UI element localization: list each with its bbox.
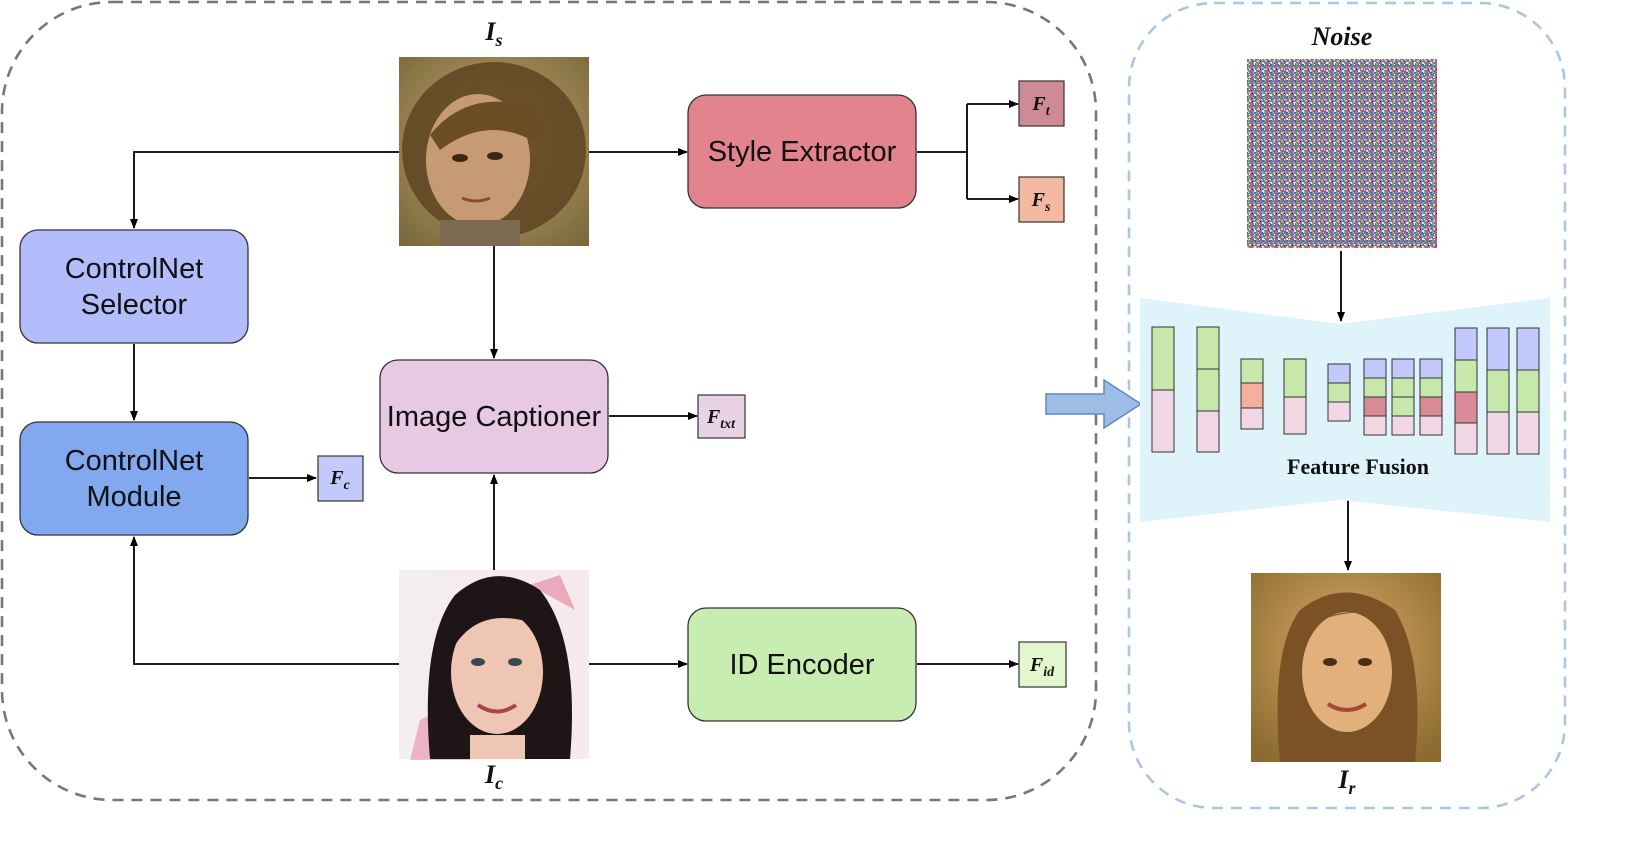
feature-ftxt-box: Ftxt [697,394,746,439]
feature-fs-main: F [1031,189,1046,211]
controlnet-module-label-line1: ControlNet [65,445,204,477]
svg-text:Ft: Ft [1031,93,1050,119]
id-encoder-label: ID Encoder [729,649,874,681]
feature-fusion-block: Feature Fusion [1140,298,1550,522]
controlnet-selector-label-line1: ControlNet [65,253,204,285]
fusion-bars [1151,326,1540,455]
image-captioner-label: Image Captioner [387,401,602,433]
feature-fid-sub: id [1043,665,1055,680]
content-image-label-main: I [484,760,496,789]
result-image-label-main: I [1337,765,1349,794]
svg-text:Ir: Ir [1337,765,1356,798]
svg-text:Fid: Fid [1029,654,1055,680]
transfer-arrow-icon [1045,378,1143,430]
svg-text:Is: Is [484,17,502,50]
content-image [399,570,589,760]
feature-fc-box: Fc [317,455,364,502]
feature-ftxt-main: F [706,406,721,428]
style-image-label-sub: s [495,30,503,50]
feature-fid-box: Fid [1018,641,1067,688]
noise-label: Noise [1311,22,1373,51]
connector-content-to-module [130,536,399,665]
style-image-label-main: I [484,17,496,46]
connectors [130,100,1352,668]
result-image [1251,573,1441,762]
id-encoder-box: ID Encoder [687,607,917,722]
feature-fc-sub: c [344,478,351,493]
controlnet-module-box: ControlNet Module [19,421,249,536]
feature-ft-box: Ft [1018,80,1065,127]
feature-ft-main: F [1031,93,1046,115]
svg-text:Fs: Fs [1031,189,1051,215]
noise-image [1247,59,1437,248]
controlnet-module-label-line2: Module [86,481,181,513]
feature-fusion-label: Feature Fusion [1287,454,1429,479]
content-image-label-sub: c [495,773,503,793]
feature-ftxt-sub: txt [720,417,736,432]
feature-ft-sub: t [1046,104,1051,119]
image-captioner-box: Image Captioner [379,359,609,474]
svg-text:Ftxt: Ftxt [706,406,736,432]
svg-text:Ic: Ic [484,760,503,793]
feature-fc-main: F [329,467,344,489]
svg-text:Fc: Fc [329,467,350,493]
style-extractor-label: Style Extractor [708,136,897,168]
connector-style-to-selector [130,151,399,229]
feature-fs-box: Fs [1018,176,1065,223]
feature-fid-main: F [1029,654,1044,676]
controlnet-selector-label-line2: Selector [81,289,188,321]
style-image [399,57,589,246]
style-extractor-box: Style Extractor [687,94,917,209]
controlnet-selector-box: ControlNet Selector [19,229,249,344]
result-image-label-sub: r [1349,778,1357,798]
feature-fs-sub: s [1044,200,1051,215]
